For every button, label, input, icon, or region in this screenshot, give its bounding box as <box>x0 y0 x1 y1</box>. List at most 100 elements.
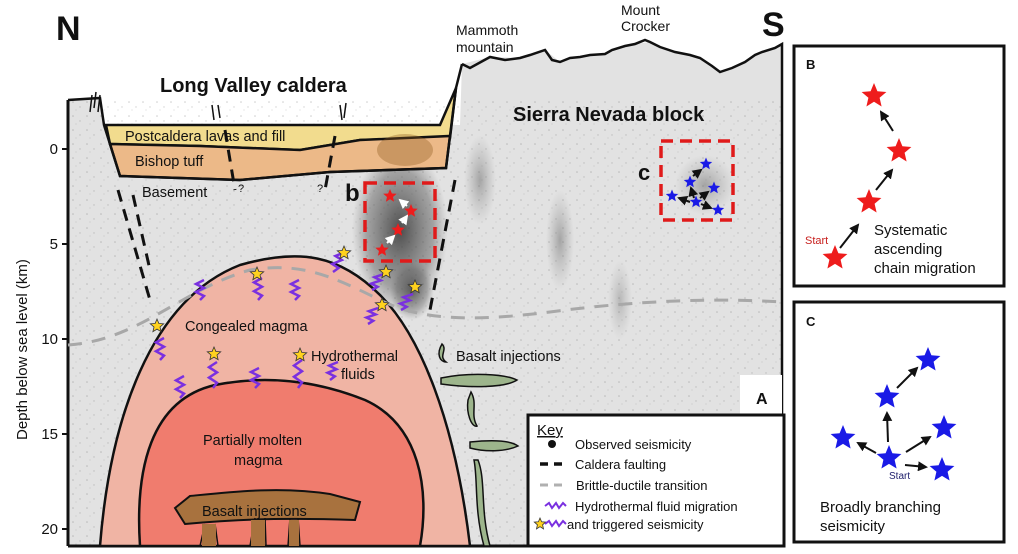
triggered-seismicity-star <box>149 317 165 333</box>
y-tick-label: 10 <box>41 331 58 348</box>
fluid-squiggle <box>367 272 385 292</box>
hydrothermal-label-1: Hydrothermal <box>311 349 398 365</box>
panel-c-star <box>929 457 955 481</box>
key-item-fluid: Hydrothermal fluid migration <box>575 499 738 514</box>
box-c-stars <box>665 157 725 216</box>
box-c-label: c <box>638 160 650 185</box>
triggered-seismicity-star <box>336 244 352 260</box>
key-box: Key Observed seismicity Caldera faulting… <box>526 413 786 548</box>
panel-b-desc-1: Systematic <box>874 222 948 239</box>
seismicity-star-blue <box>665 189 679 202</box>
triggered-seismicity-star <box>378 263 394 279</box>
panel-c-arrow <box>904 461 928 472</box>
panel-a: A N S Long Valley caldera Sierra Nevada … <box>14 2 786 548</box>
y-tick-label: 0 <box>50 141 58 158</box>
panel-c-arrow <box>896 366 919 389</box>
bishop-tuff-label: Bishop tuff <box>135 154 204 170</box>
y-axis-label: Depth below sea level (km) <box>14 259 31 440</box>
migration-arrow <box>398 198 410 210</box>
panel-c: C Start Broadly branching seismicity <box>792 300 1006 544</box>
basalt-core-label: Basalt injections <box>202 504 307 520</box>
fluid-squiggle <box>193 278 207 301</box>
panel-c-arrow <box>856 442 877 454</box>
migration-arrow <box>691 168 703 179</box>
mammoth-label-1: Mammoth <box>456 22 518 38</box>
y-tick-label: 20 <box>41 521 58 538</box>
panel-c-stars <box>830 347 957 481</box>
fluid-squiggle <box>251 276 265 301</box>
seismicity-star-red <box>375 243 389 256</box>
south-label: S <box>762 6 785 44</box>
seismicity-star-red <box>383 189 397 202</box>
seismicity-star-red <box>391 223 405 236</box>
brittle-ductile-transition <box>67 266 783 347</box>
y-tick-label: 5 <box>50 236 58 253</box>
seismicity-star-red <box>404 204 418 217</box>
congealed-magma-label: Congealed magma <box>185 319 308 335</box>
key-item-triggered: and triggered seismicity <box>567 517 704 532</box>
north-label: N <box>56 10 81 48</box>
seismicity-star-blue <box>689 195 703 208</box>
y-tick-label: 15 <box>41 426 58 443</box>
panel-b-arrow <box>875 168 894 191</box>
key-title: Key <box>537 422 563 439</box>
panel-c-arrow <box>882 411 893 443</box>
migration-arrow <box>398 214 409 226</box>
hydrothermal-fluid-squiggles <box>153 250 414 399</box>
panel-c-star <box>874 384 900 408</box>
sierra-nevada-label: Sierra Nevada block <box>513 104 705 126</box>
key-item-caldera: Caldera faulting <box>575 457 666 472</box>
panel-c-desc-1: Broadly branching <box>820 499 941 516</box>
seismicity-star-blue <box>707 181 721 194</box>
partially-molten-label-2: magma <box>234 453 283 469</box>
panel-c-star <box>931 415 957 439</box>
panel-b-start-label: Start <box>805 235 828 247</box>
fluid-squiggle <box>173 374 187 399</box>
triggered-seismicity-star <box>407 278 423 294</box>
fluid-squiggle <box>288 278 302 301</box>
triggered-seismicity-icon <box>533 516 547 530</box>
triggered-seismicity-stars <box>149 244 423 362</box>
migration-arrow <box>384 234 396 246</box>
migration-arrow <box>677 196 691 206</box>
panel-c-star <box>830 425 856 449</box>
fluid-squiggle <box>329 250 346 274</box>
panel-b: B Start Systematic ascending chain migra… <box>792 44 1006 288</box>
seismicity-star-blue <box>699 157 713 170</box>
observed-seismicity-icon <box>548 440 556 448</box>
panel-c-arrow <box>905 435 932 453</box>
fluid-squiggle <box>396 292 414 312</box>
panel-c-start-label: Start <box>889 471 910 482</box>
topography-line <box>461 38 784 546</box>
basalt-right-label: Basalt injections <box>456 349 561 365</box>
fluid-migration-icon <box>544 501 567 510</box>
basalt-injection-core <box>173 489 362 526</box>
panel-b-desc-2: ascending <box>874 241 942 258</box>
fluid-squiggle <box>248 366 262 389</box>
long-valley-caldera-label: Long Valley caldera <box>160 75 348 97</box>
box-b-label: b <box>345 180 360 207</box>
mammoth-label-2: mountain <box>456 39 514 55</box>
seismicity-star-blue <box>711 203 725 216</box>
seismicity-star-blue <box>683 175 697 188</box>
triggered-seismicity-star <box>374 296 390 312</box>
panel-b-arrow <box>879 110 894 132</box>
panel-b-arrow <box>839 223 860 249</box>
postcaldera-label: Postcaldera lavas and fill <box>125 129 285 145</box>
panel-b-star <box>861 83 887 107</box>
panel-c-star <box>915 347 941 371</box>
panel-c-star <box>876 445 902 469</box>
mount-crocker-label-2: Crocker <box>621 18 670 34</box>
panel-b-star <box>886 138 912 162</box>
box-b <box>363 181 437 263</box>
triggered-seismicity-star <box>249 265 265 281</box>
y-axis: 0 5 10 15 20 <box>41 141 68 538</box>
panel-a-label: A <box>756 391 768 408</box>
fluid-squiggle <box>206 360 220 389</box>
fluid-squiggle <box>363 306 379 326</box>
migration-arrow <box>698 190 710 201</box>
hydrothermal-label-2: fluids <box>341 367 375 383</box>
fluid-squiggle <box>291 358 305 389</box>
fluid-squiggle <box>324 360 340 381</box>
